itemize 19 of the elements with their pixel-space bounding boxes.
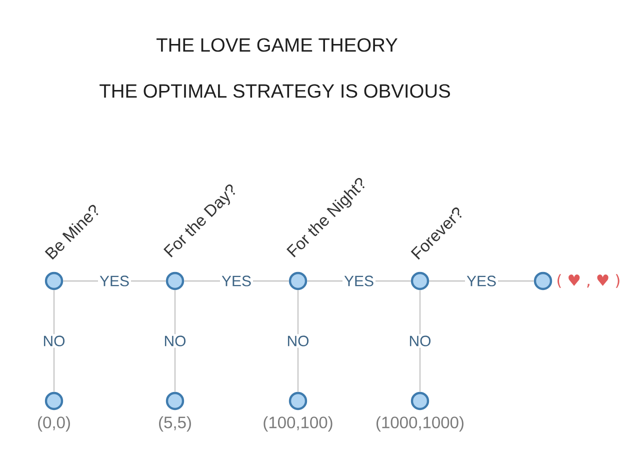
- title: THE LOVE GAME THEORY: [156, 38, 398, 52]
- edge-label: YES: [465, 274, 498, 288]
- connector-line: [297, 290, 299, 392]
- connector-line: [419, 290, 421, 392]
- edge-label: NO: [407, 334, 433, 348]
- payoff-text: (5,5): [159, 416, 191, 432]
- payoff-text: ( ♥ , ♥ ): [558, 274, 620, 288]
- connector-line: [53, 290, 55, 392]
- edge-label: YES: [342, 274, 376, 288]
- edge-label: NO: [285, 334, 311, 348]
- payoff-text: (100,100): [264, 416, 332, 432]
- connector-line: [174, 290, 176, 392]
- edge-label: YES: [98, 274, 132, 288]
- edge-label: NO: [41, 334, 67, 348]
- subtitle: THE OPTIMAL STRATEGY IS OBVIOUS: [100, 84, 450, 98]
- edge-label: YES: [220, 274, 254, 288]
- payoff-text: (0,0): [38, 416, 70, 432]
- payoff-text: (1000,1000): [376, 416, 464, 432]
- edge-label: NO: [162, 334, 188, 348]
